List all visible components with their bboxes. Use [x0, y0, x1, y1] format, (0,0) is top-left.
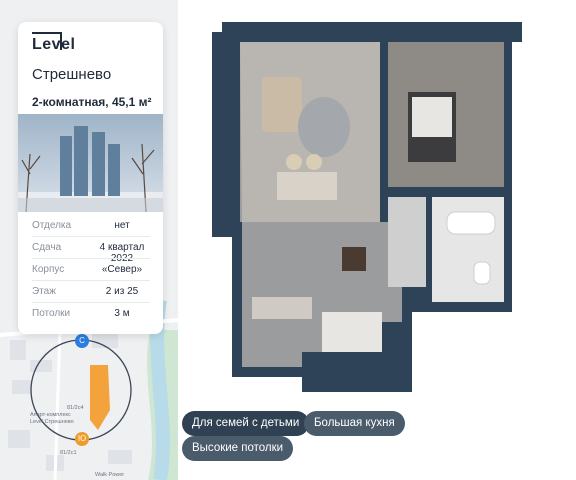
kitchen-island — [277, 172, 337, 200]
compass-north-icon: С — [75, 334, 89, 348]
rug — [298, 97, 350, 157]
floor-plan[interactable] — [212, 22, 522, 392]
sofa — [262, 77, 302, 132]
compass-south-icon: Ю — [75, 432, 89, 446]
apartment-card: Level Стрешнево 2-комнатная, 45,1 м² — [18, 22, 163, 334]
tag-families[interactable]: Для семей с детьми — [182, 411, 310, 436]
wardrobe — [322, 312, 382, 352]
map-label: Апарт-комплекс — [30, 412, 71, 418]
toilet — [473, 261, 491, 285]
detail-row-finish: Отделка нет — [32, 220, 157, 236]
brand-logo: Level — [32, 36, 76, 53]
map-label: Level Стрешнево — [30, 419, 74, 425]
detail-label: Сдача — [32, 242, 62, 253]
complex-name: Стрешнево — [32, 66, 112, 83]
complex-photo[interactable] — [18, 114, 163, 212]
detail-label: Отделка — [32, 220, 72, 231]
divider — [32, 280, 150, 281]
detail-label: Потолки — [32, 308, 71, 319]
detail-row-building: Корпус «Север» — [32, 264, 157, 280]
kitchen-counter — [252, 297, 312, 319]
tag-high-ceilings[interactable]: Высокие потолки — [182, 436, 294, 461]
map-label: Walk Power — [95, 472, 125, 478]
building-highlight — [90, 365, 110, 430]
map-buildings — [8, 330, 132, 471]
detail-row-delivery: Сдача 4 квартал 2022 — [32, 242, 157, 264]
detail-label: Этаж — [32, 286, 56, 297]
flat-title: 2-комнатная, 45,1 м² — [32, 95, 152, 109]
detail-value: нет — [114, 220, 130, 231]
divider — [32, 258, 150, 259]
detail-value: 2 из 25 — [105, 286, 139, 297]
divider — [32, 302, 150, 303]
dining-table — [342, 247, 366, 271]
detail-row-floor: Этаж 2 из 25 — [32, 286, 157, 302]
detail-value: 4 квартал 2022 — [99, 242, 145, 264]
detail-row-ceiling: Потолки 3 м — [32, 308, 157, 324]
detail-label: Корпус — [32, 264, 65, 275]
detail-value: «Север» — [101, 264, 143, 275]
brand-logo-frame-icon — [32, 32, 62, 50]
photo-image — [18, 114, 163, 212]
hallway-floor — [388, 197, 426, 287]
map-label: 81/2с4 — [67, 405, 84, 411]
divider — [32, 236, 150, 237]
map-label: 81/2с1 — [60, 450, 77, 456]
bathtub — [446, 211, 496, 235]
floor-plan-image — [212, 22, 522, 392]
tag-large-kitchen[interactable]: Большая кухня — [304, 411, 405, 436]
detail-value: 3 м — [114, 308, 130, 319]
